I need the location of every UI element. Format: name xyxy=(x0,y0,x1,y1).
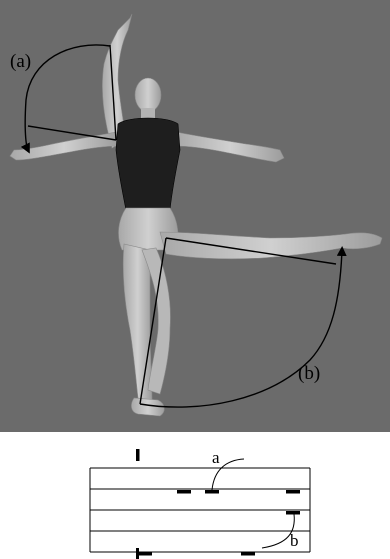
leg-label: (b) xyxy=(298,363,320,384)
staff-mark-4 xyxy=(286,511,300,515)
score-label-b: b xyxy=(290,531,299,550)
score-label-a: a xyxy=(212,448,220,467)
render-background xyxy=(0,0,390,432)
staff-bottom-fill xyxy=(0,432,390,559)
staff-mark-5 xyxy=(138,552,152,556)
arm-label: (a) xyxy=(10,51,31,72)
staff-mark-vertical xyxy=(136,449,140,461)
staff-mark-3 xyxy=(286,490,300,494)
staff-mark-2 xyxy=(205,490,219,494)
notation-staff: a b xyxy=(0,432,390,559)
head xyxy=(135,78,161,112)
shirt xyxy=(116,118,180,210)
staff-mark-stem xyxy=(136,548,139,559)
staff-mark-1 xyxy=(177,490,191,494)
staff-mark-6 xyxy=(241,552,255,556)
